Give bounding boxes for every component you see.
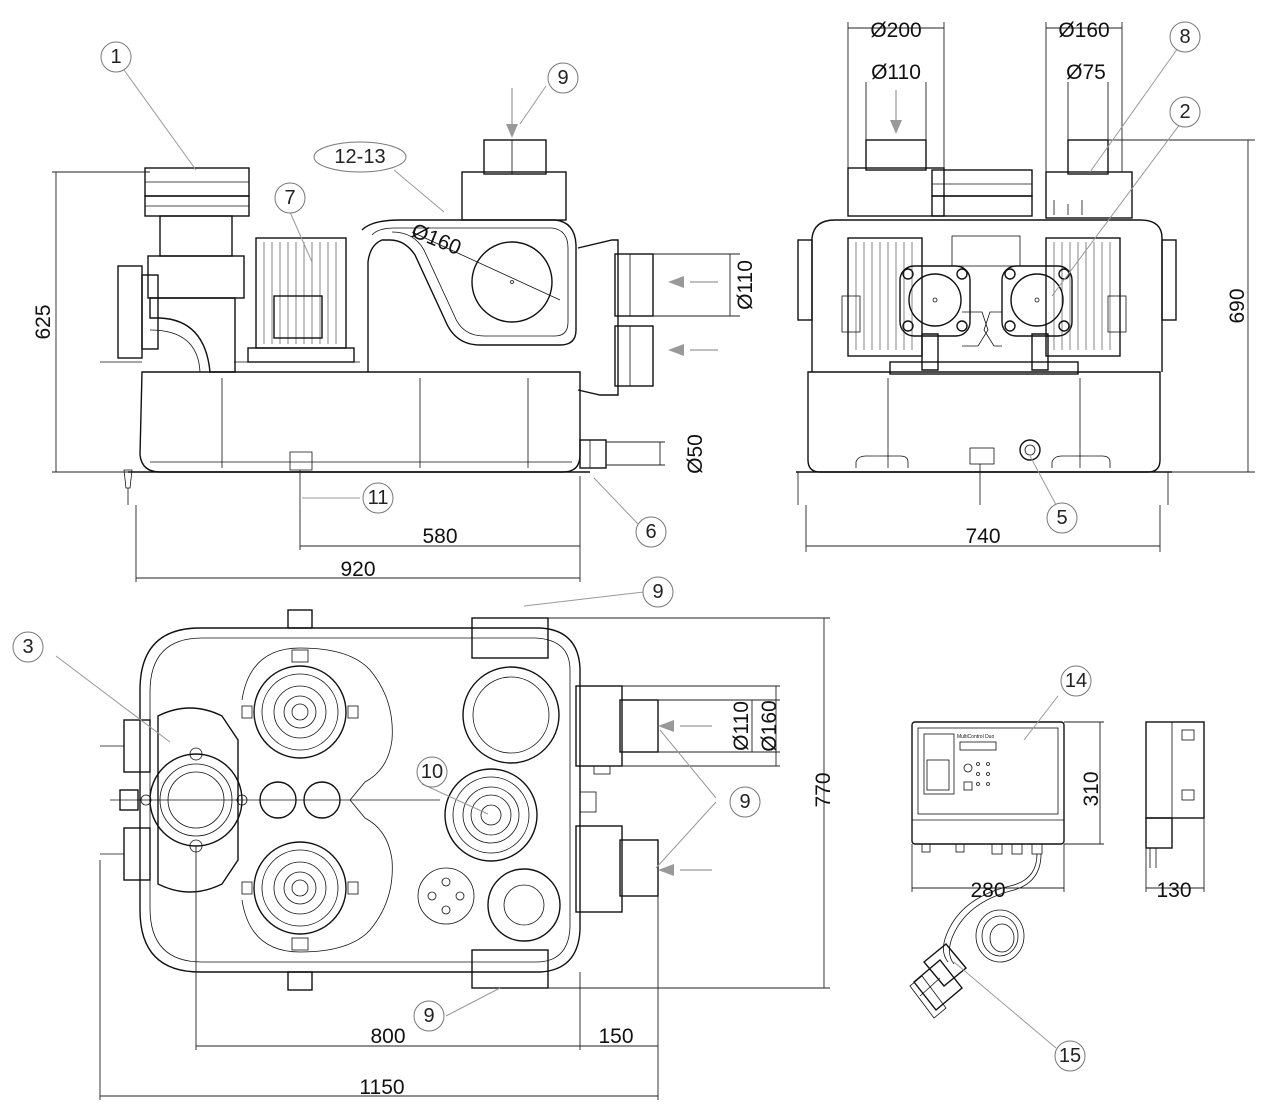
svg-text:11: 11: [368, 487, 389, 509]
svg-text:9: 9: [652, 581, 663, 603]
dim-front-dia-110: Ø110: [871, 61, 921, 84]
svg-text:8: 8: [1179, 26, 1190, 48]
dim-side-pipe-bottom: Ø50: [684, 434, 707, 474]
callout-7: 7: [274, 182, 306, 214]
svg-text:9: 9: [557, 67, 568, 89]
callout-14: 14: [1060, 665, 1092, 697]
dim-front-height: 690: [1226, 288, 1249, 323]
dim-front-dia-200: Ø200: [870, 19, 921, 42]
svg-text:1: 1: [110, 46, 121, 68]
front-view-dimensions: Ø200 Ø110 Ø160 Ø75 690 740: [805, 19, 1255, 552]
svg-text:5: 5: [1056, 507, 1067, 529]
callout-1: 1: [100, 41, 132, 73]
svg-text:10: 10: [421, 761, 443, 783]
callout-9-top-view: 9: [642, 576, 674, 608]
callout-2: 2: [1169, 96, 1201, 128]
svg-text:2: 2: [1179, 101, 1190, 123]
dim-ctrl-height: 310: [1080, 771, 1103, 806]
dim-top-width-total: 1150: [359, 1076, 404, 1099]
dim-top-width-800: 800: [370, 1025, 405, 1048]
callout-3: 3: [12, 631, 44, 663]
callouts: 1 9 12-13 7 11 6 8 2 5 9 3 10 9 9 14 15: [12, 21, 1201, 1072]
callout-9-top: 9: [547, 62, 579, 94]
svg-text:7: 7: [284, 187, 295, 209]
callout-6: 6: [635, 516, 667, 548]
callout-15: 15: [1054, 1040, 1086, 1072]
top-view-dimensions: Ø110 Ø160 770 800 150 1150: [99, 617, 835, 1100]
leader-lines: [55, 47, 1181, 1049]
dim-front-dia-75: Ø75: [1066, 61, 1106, 84]
dim-top-dia-110: Ø110: [730, 701, 753, 751]
svg-text:3: 3: [22, 636, 33, 658]
dim-side-pipe-top: Ø110: [734, 260, 757, 310]
side-view: [100, 139, 654, 510]
dim-ctrl-width: 280: [970, 879, 1005, 902]
dim-side-width-total: 920: [340, 558, 375, 581]
svg-text:14: 14: [1065, 670, 1087, 692]
svg-text:12-13: 12-13: [334, 146, 385, 168]
dim-side-inner-dia: Ø160: [408, 219, 464, 260]
callout-12-13: 12-13: [313, 141, 407, 173]
callout-11: 11: [362, 482, 394, 514]
panel-title: MultiControl Duo: [957, 734, 994, 740]
dim-ctrl-depth: 130: [1156, 879, 1191, 902]
callout-9-bottom: 9: [413, 1000, 445, 1032]
front-view: [796, 139, 1177, 505]
callout-5: 5: [1046, 502, 1078, 534]
dim-top-width-150: 150: [598, 1025, 633, 1048]
callout-10: 10: [416, 756, 448, 788]
dim-side-width-inner: 580: [422, 525, 457, 548]
callout-8: 8: [1169, 21, 1201, 53]
dim-top-dia-160: Ø160: [758, 700, 781, 751]
svg-text:9: 9: [423, 1005, 434, 1027]
top-view: [100, 609, 659, 991]
control-panel-view: MultiControl Duo: [909, 721, 1205, 1019]
svg-text:9: 9: [739, 791, 750, 813]
svg-text:15: 15: [1059, 1045, 1081, 1067]
callout-9-right: 9: [729, 786, 761, 818]
side-view-flow-arrows: [506, 88, 718, 356]
svg-text:6: 6: [645, 521, 656, 543]
control-panel-dimensions: 310 280 130: [911, 721, 1205, 902]
dim-front-width: 740: [965, 525, 1000, 548]
dim-front-dia-160: Ø160: [1058, 19, 1109, 42]
dim-top-depth: 770: [812, 772, 835, 807]
dim-side-height: 625: [32, 304, 55, 339]
